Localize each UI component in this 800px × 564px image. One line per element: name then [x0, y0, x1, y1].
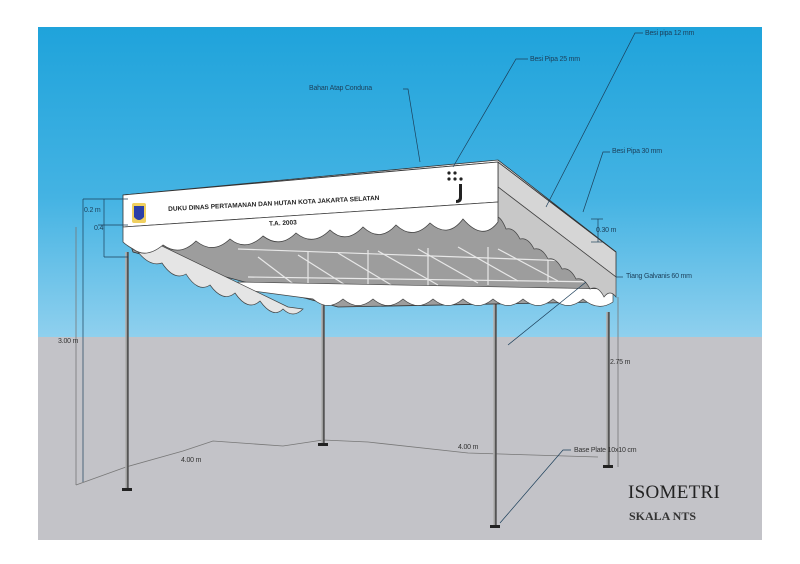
view-title: ISOMETRI [628, 482, 721, 503]
dim-width-right: 4.00 m [458, 444, 479, 451]
dim-width-left: 4.00 m [181, 457, 202, 464]
label-base-plate: Base Plate 10x10 cm [574, 447, 637, 454]
jakarta-emblem-icon [132, 203, 146, 223]
ground-dimension-lines [75, 227, 619, 486]
annotation-leaders [403, 32, 643, 524]
label-tie-pipe: Besi pipa 12 mm [645, 30, 695, 37]
right-valance [497, 186, 617, 299]
height-dimension-marks [82, 198, 603, 482]
dim-top-offset: 0.2 m [84, 207, 101, 214]
label-roof-material: Bahan Atap Conduna [309, 85, 372, 92]
banner-text-line2: T.A. 2003 [268, 219, 297, 228]
left-valance [132, 231, 304, 315]
tent-structure [75, 32, 643, 528]
label-truss-pipe: Besi Pipa 25 mm [530, 56, 580, 63]
dim-total-height: 3.00 m [58, 338, 79, 345]
front-valance [122, 201, 499, 254]
brand-j-logo-icon [447, 171, 463, 203]
label-post: Tiang Galvanis 60 mm [626, 273, 692, 280]
label-frame-pipe: Besi Pipa 30 mm [612, 148, 662, 155]
ground-plane [38, 337, 762, 540]
base-plates [122, 443, 613, 528]
isometric-drawing: DUKU DINAS PERTAMANAN DAN HUTAN KOTA JAK… [38, 27, 762, 540]
dim-post-height: 2.75 m [610, 359, 631, 366]
dim-roof-height: 0.30 m [596, 227, 617, 234]
back-valance [237, 281, 614, 307]
dim-valance: 0.4 [94, 225, 104, 232]
scale-label: SKALA NTS [629, 509, 697, 523]
